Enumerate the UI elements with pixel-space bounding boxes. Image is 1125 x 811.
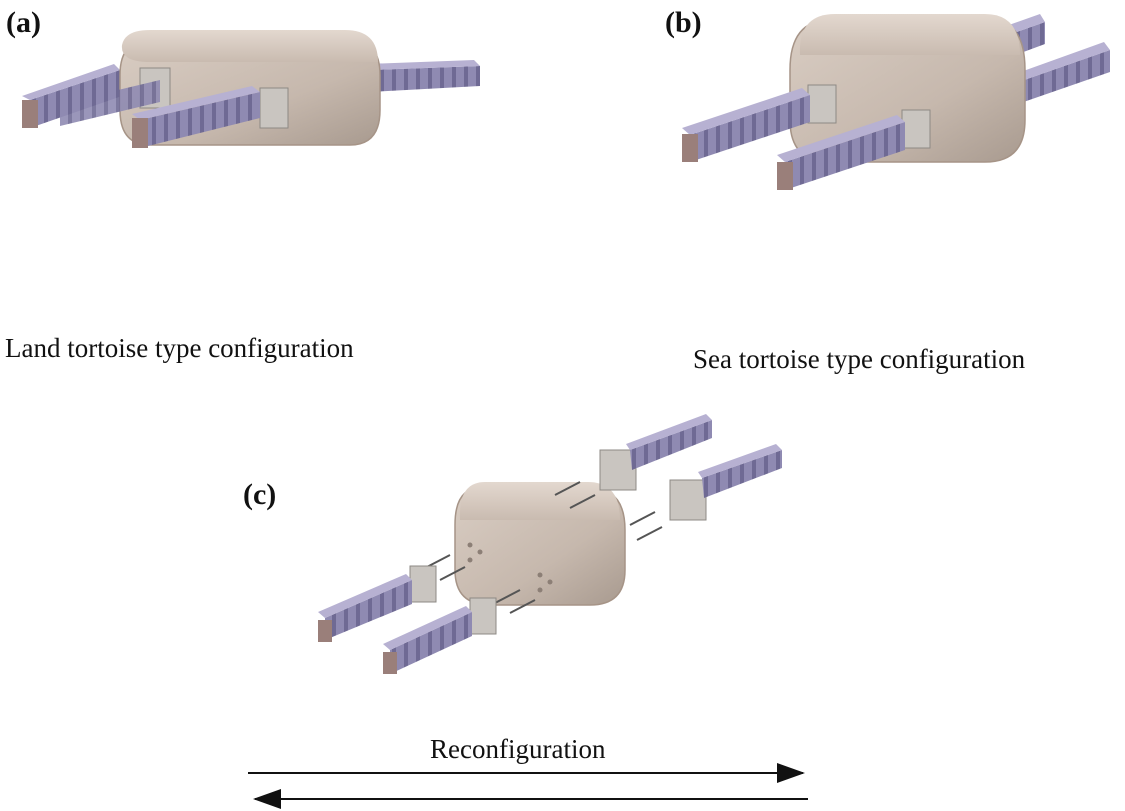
- fin-front-left: [132, 86, 260, 148]
- bracket-right: [259, 87, 289, 129]
- shell-top: [459, 482, 620, 520]
- fin-upper-right-a: [599, 414, 712, 491]
- fin-rear-right: [366, 60, 480, 92]
- fin-front-lower: [777, 115, 905, 190]
- screws: [424, 481, 663, 614]
- fin-middle-left: [60, 80, 160, 126]
- shell-top: [121, 30, 378, 62]
- reconfiguration-label: Reconfiguration: [430, 734, 606, 764]
- sea-tortoise-robot: [682, 14, 1110, 190]
- mount-holes: [467, 542, 553, 593]
- fin-lower-left-a: [318, 565, 437, 642]
- shell-body: [789, 19, 1026, 163]
- panel-label-b: (b): [665, 6, 702, 39]
- fin-lower-left-b: [383, 597, 497, 674]
- panel-label-c: (c): [243, 478, 277, 511]
- panel-label-a: (a): [6, 6, 41, 39]
- fin-rear-left: [22, 64, 122, 128]
- shell-top: [799, 14, 1020, 55]
- land-tortoise-robot: [22, 30, 480, 148]
- fin-front-upper: [682, 88, 810, 162]
- fin-rear-lower: [1004, 42, 1110, 106]
- bracket-right: [901, 109, 931, 149]
- exploded-view: [318, 414, 782, 674]
- bracket-left: [807, 84, 837, 124]
- caption-sea-tortoise: Sea tortoise type configuration: [693, 344, 1026, 374]
- fin-upper-right-b: [669, 444, 782, 521]
- caption-land-tortoise: Land tortoise type configuration: [5, 333, 354, 363]
